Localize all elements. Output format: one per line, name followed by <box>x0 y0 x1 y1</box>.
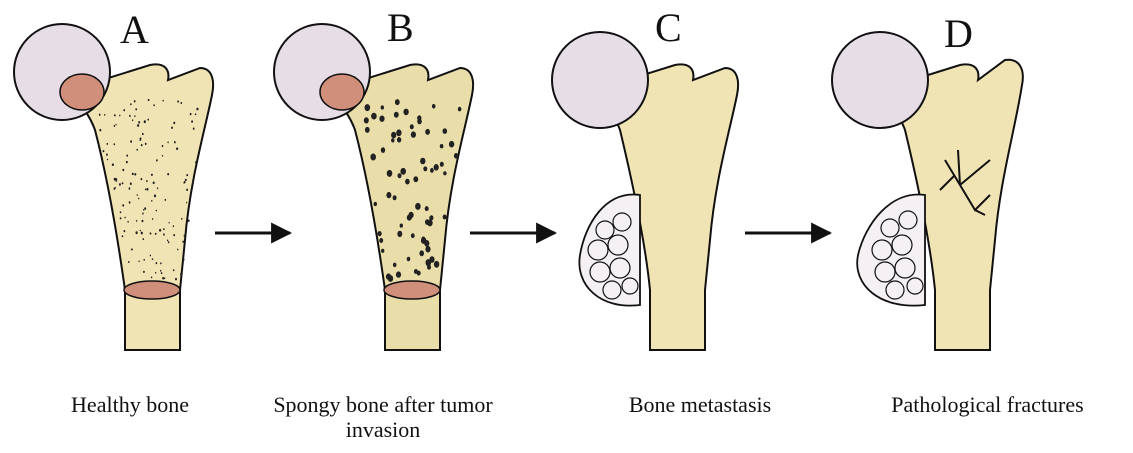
bone-a-healthy <box>14 24 213 350</box>
bone-b-spongy <box>274 24 473 350</box>
panel-letter-b: B <box>387 8 414 48</box>
panel-letter-d: D <box>944 14 973 54</box>
panel-letter-a: A <box>120 10 149 50</box>
caption-spongy-bone: Spongy bone after tumor invasion <box>258 392 508 443</box>
tumor-mass <box>857 195 925 306</box>
caption-pathological-fractures: Pathological fractures <box>850 392 1125 417</box>
bone-c-metastasis <box>552 32 738 350</box>
panel-letter-c: C <box>655 8 682 48</box>
caption-healthy-bone: Healthy bone <box>20 392 240 417</box>
bone-d-fracture <box>832 32 1023 350</box>
caption-bone-metastasis: Bone metastasis <box>590 392 810 417</box>
